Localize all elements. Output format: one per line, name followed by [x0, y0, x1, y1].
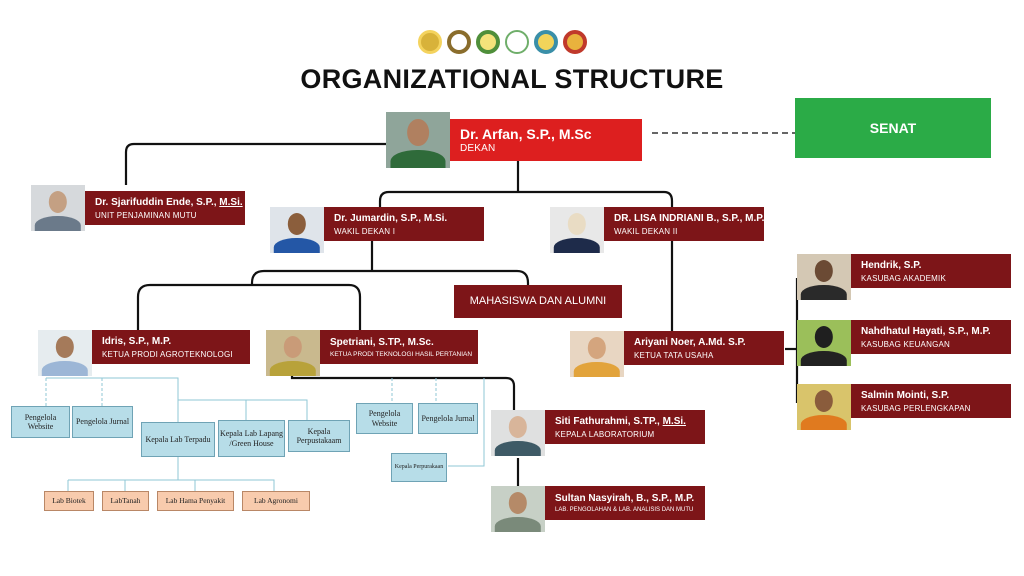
node-name: Hendrik, S.P.: [861, 259, 922, 271]
avatar: [491, 486, 545, 532]
node-kasubag-perlengkapan: Salmin Mointi, S.P. KASUBAG PERLENGKAPAN: [797, 384, 1011, 430]
node-role: KASUBAG KEUANGAN: [861, 339, 951, 349]
agro-kepala-lab-lapang: Kepala Lab Lapang /Green House: [218, 420, 285, 457]
avatar: [270, 207, 324, 253]
node-prodi-thp: Spetriani, S.TP., M.Sc. KETUA PRODI TEKN…: [266, 330, 478, 376]
faculty-logo-3-icon: [505, 30, 529, 54]
node-dekan: Dr. Arfan, S.P., M.Sc DEKAN: [386, 112, 642, 168]
avatar: [491, 410, 545, 456]
node-name: Nahdhatul Hayati, S.P., M.P.: [861, 325, 991, 337]
node-wakil-dekan-2: DR. LISA INDRIANI B., S.P., M.P. WAKIL D…: [550, 207, 764, 253]
faculty-logo-2-icon: [476, 30, 500, 54]
university-logo-icon: [418, 30, 442, 54]
node-kasubag-keuangan: Nahdhatul Hayati, S.P., M.P. KASUBAG KEU…: [797, 320, 1011, 366]
node-role: LAB. PENGOLAHAN & LAB. ANALISIS DAN MUTU: [555, 507, 694, 513]
faculty-logo-1-icon: [447, 30, 471, 54]
node-name: Dr. Arfan, S.P., M.Sc: [460, 126, 592, 142]
node-name: Sultan Nasyirah, B., S.P., M.P.: [555, 493, 695, 504]
node-kasubag-akademik: Hendrik, S.P. KASUBAG AKADEMIK: [797, 254, 1011, 300]
node-role: KETUA PRODI TEKNOLOGI HASIL PERTANIAN: [330, 350, 473, 358]
node-name: Ariyani Noer, A.Md. S.P.: [634, 336, 746, 348]
node-role: KETUA PRODI AGROTEKNOLOGI: [102, 349, 233, 359]
node-role: WAKIL DEKAN I: [334, 226, 396, 236]
node-role: DEKAN: [460, 143, 496, 154]
agro-pengelola-jurnal: Pengelola Jurnal: [72, 406, 133, 438]
node-lab-pengolahan: Sultan Nasyirah, B., S.P., M.P. LAB. PEN…: [491, 486, 705, 532]
avatar: [797, 254, 851, 300]
mahasiswa-alumni-box: MAHASISWA DAN ALUMNI: [454, 285, 622, 318]
node-kepala-laboratorium: Siti Fathurahmi, S.TP., M.Si. KEPALA LAB…: [491, 410, 705, 456]
agro-kepala-lab-terpadu: Kepala Lab Terpadu: [141, 422, 215, 457]
avatar: [550, 207, 604, 253]
node-tata-usaha: Ariyani Noer, A.Md. S.P. KETUA TATA USAH…: [570, 331, 784, 377]
node-name: Dr. Sjarifuddin Ende, S.P., M.Si.: [95, 196, 243, 208]
lab-hama-penyakit: Lab Hama Penyakit: [157, 491, 234, 511]
node-unit-penjaminan-mutu: Dr. Sjarifuddin Ende, S.P., M.Si. UNIT P…: [31, 185, 245, 231]
agro-pengelola-website: Pengelola Website: [11, 406, 70, 438]
node-name: Dr. Jumardin, S.P., M.Si.: [334, 212, 448, 224]
node-name: Salmin Mointi, S.P.: [861, 389, 950, 401]
node-role: WAKIL DEKAN II: [614, 226, 678, 236]
logo-row: [418, 30, 587, 54]
avatar: [570, 331, 624, 377]
avatar: [31, 185, 85, 231]
avatar: [797, 384, 851, 430]
avatar: [38, 330, 92, 376]
node-name: Siti Fathurahmi, S.TP., M.Si.: [555, 415, 686, 427]
lab-biotek: Lab Biotek: [44, 491, 94, 511]
senat-box: SENAT: [795, 98, 991, 158]
thp-pengelola-jurnal: Pengelola Jurnal: [418, 403, 478, 434]
node-wakil-dekan-1: Dr. Jumardin, S.P., M.Si. WAKIL DEKAN I: [270, 207, 484, 253]
avatar: [386, 112, 450, 168]
agro-kepala-perpustakaan: Kepala Perpustakaam: [288, 420, 350, 452]
node-role: KEPALA LABORATORIUM: [555, 429, 655, 439]
node-role: UNIT PENJAMINAN MUTU: [95, 210, 197, 220]
node-role: KETUA TATA USAHA: [634, 350, 714, 360]
lab-tanah: LabTanah: [102, 491, 149, 511]
thp-pengelola-website: Pengelola Website: [356, 403, 413, 434]
node-role: KASUBAG PERLENGKAPAN: [861, 403, 971, 413]
node-prodi-agroteknologi: Idris, S.P., M.P. KETUA PRODI AGROTEKNOL…: [38, 330, 250, 376]
thp-kepala-perpustakaan: Kepala Perpurakaan: [391, 453, 447, 482]
faculty-logo-4-icon: [534, 30, 558, 54]
node-name: DR. LISA INDRIANI B., S.P., M.P.: [614, 212, 765, 224]
node-role: KASUBAG AKADEMIK: [861, 273, 947, 283]
node-name: Spetriani, S.TP., M.Sc.: [330, 336, 434, 348]
faculty-logo-5-icon: [563, 30, 587, 54]
node-name: Idris, S.P., M.P.: [102, 335, 172, 347]
avatar: [266, 330, 320, 376]
avatar: [797, 320, 851, 366]
lab-agronomi: Lab Agronomi: [242, 491, 310, 511]
page-title: ORGANIZATIONAL STRUCTURE: [300, 64, 724, 94]
